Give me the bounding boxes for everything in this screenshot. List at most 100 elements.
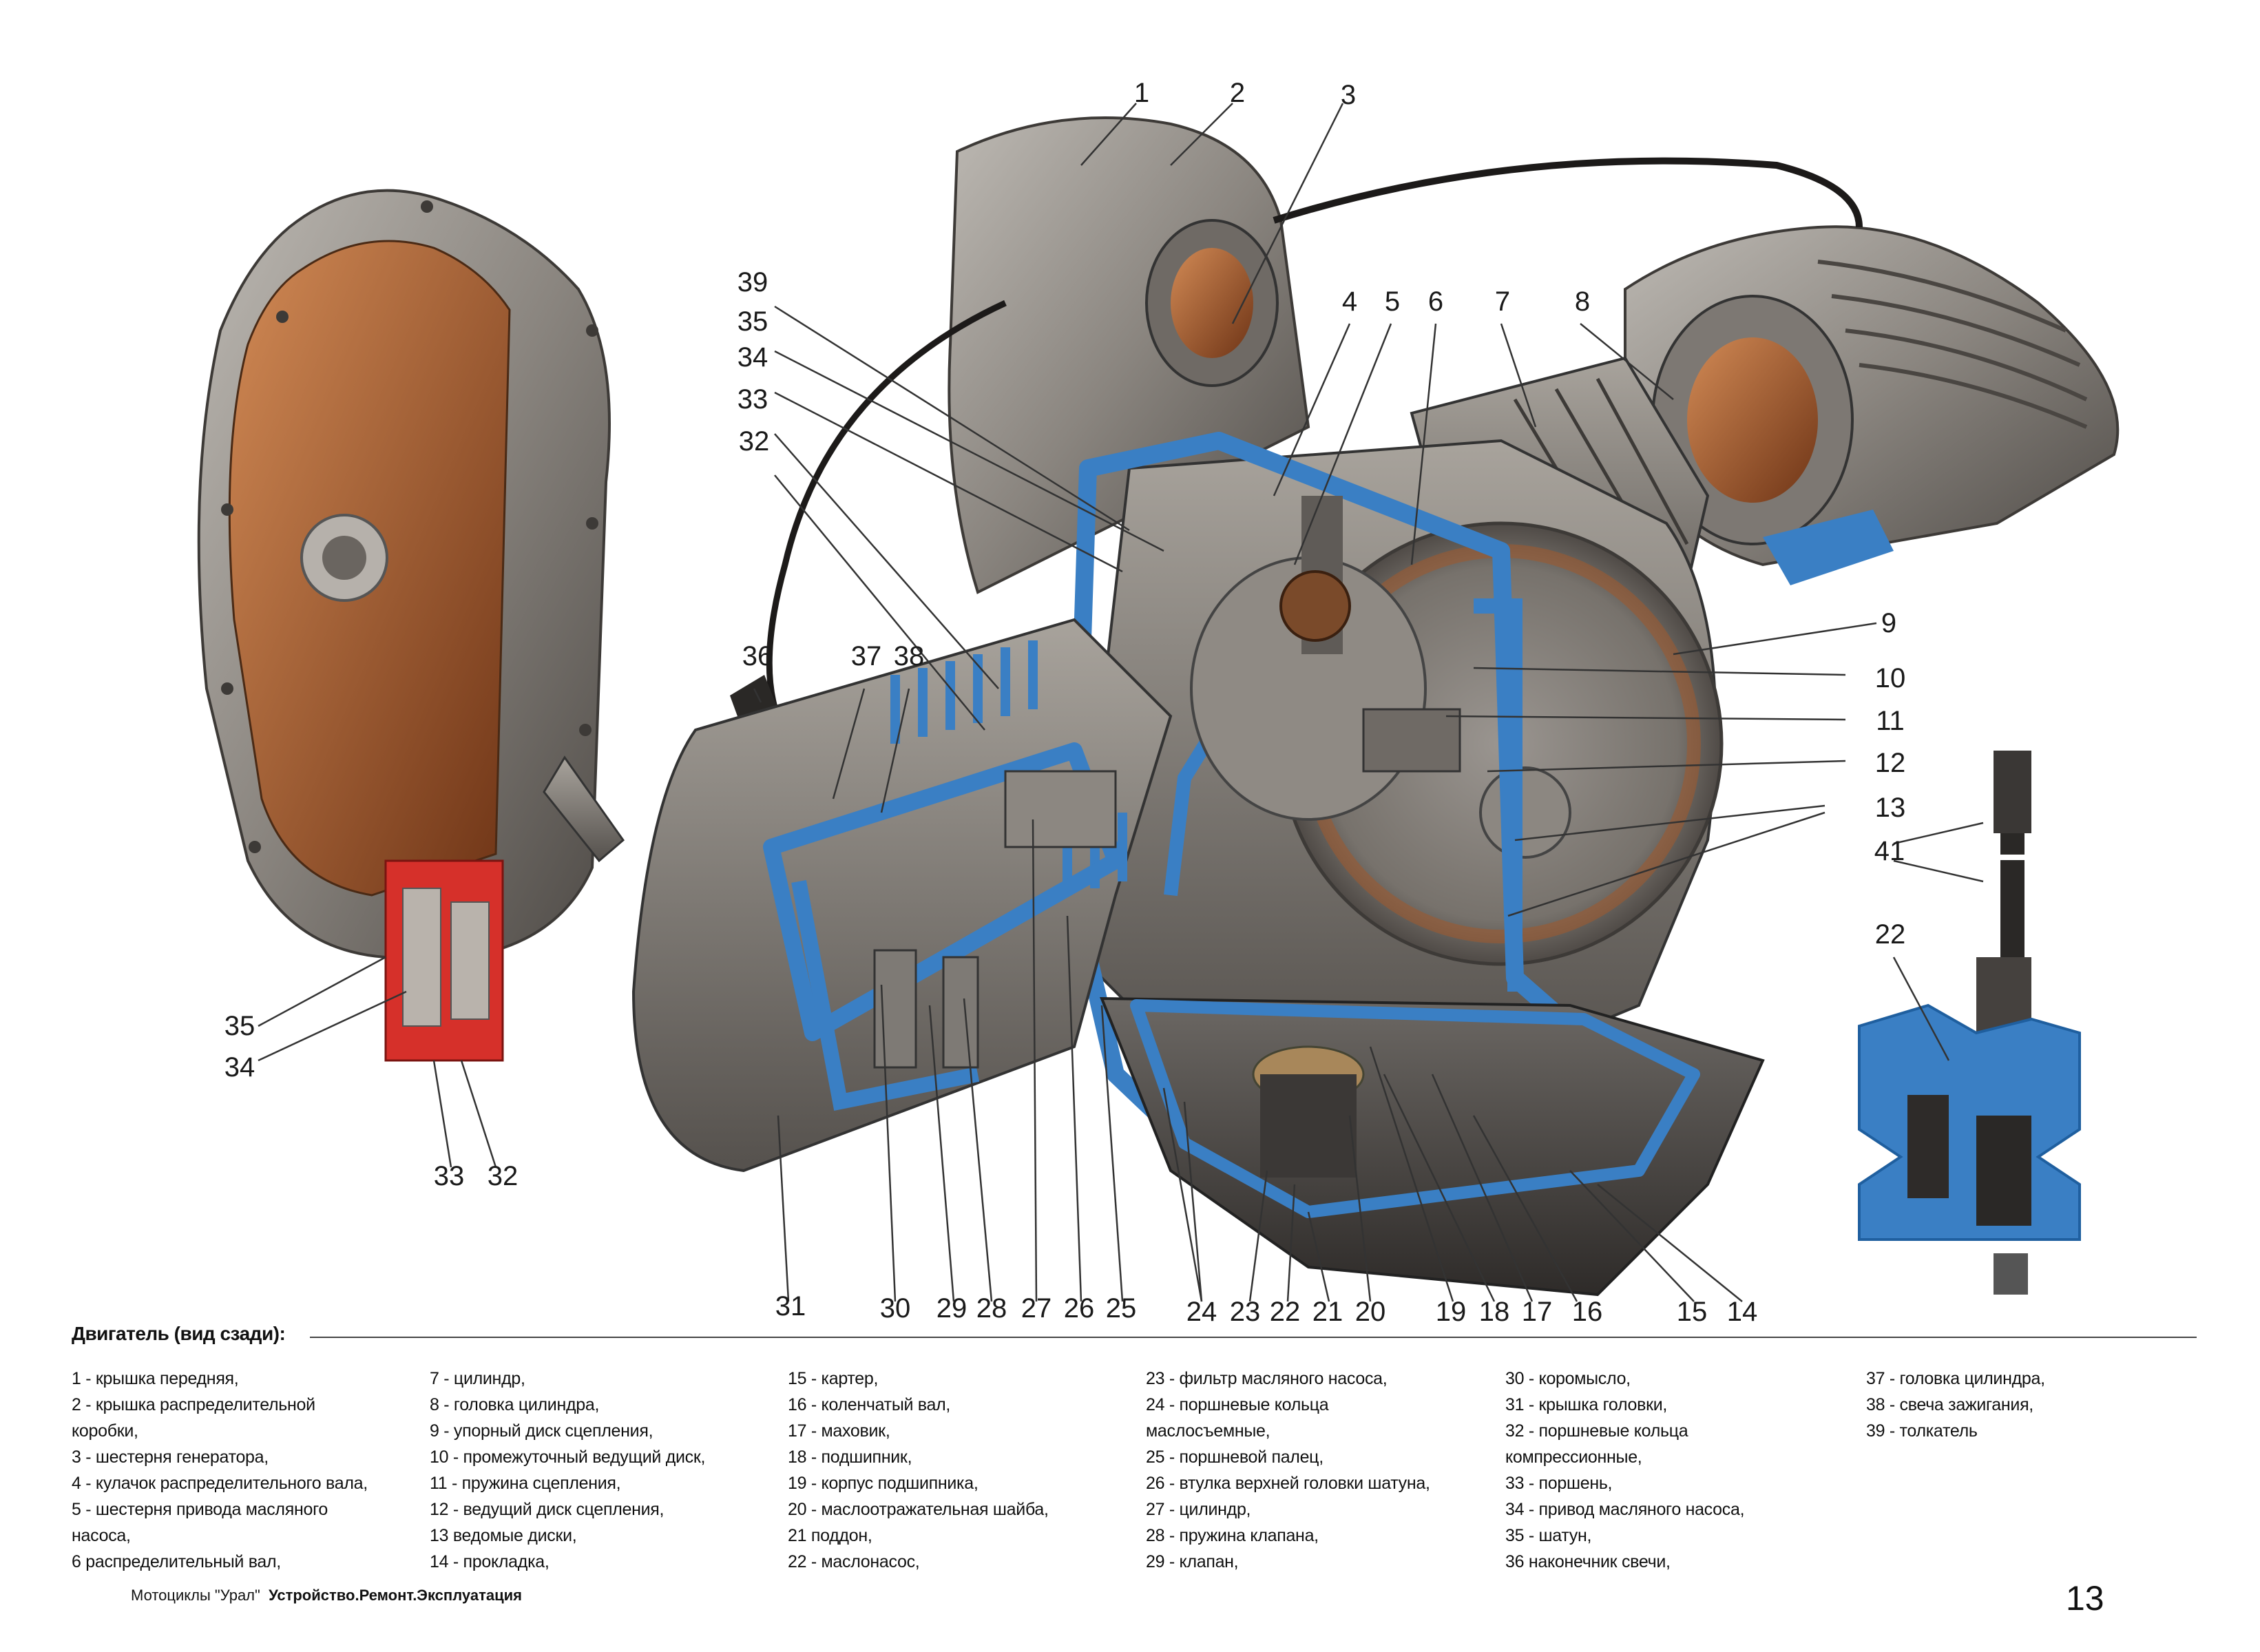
legend-item: 14 - прокладка, (430, 1552, 550, 1571)
caption-title: Двигатель (вид сзади): (72, 1323, 286, 1344)
callout-17: 17 (1521, 1297, 1553, 1327)
legend-item: 33 - поршень, (1505, 1474, 1613, 1493)
legend-item: компрессионные, (1505, 1447, 1642, 1467)
callout-32: 32 (738, 426, 770, 457)
callout-7: 7 (1494, 286, 1511, 317)
callout-34: 34 (737, 342, 768, 373)
legend-column-5: 30 - коромысло, 31 - крышка головки, 32 … (1505, 1366, 1863, 1575)
legend-item: 21 поддон, (788, 1526, 872, 1545)
legend-item: коробки, (72, 1421, 138, 1441)
callout-3: 3 (1340, 80, 1357, 110)
callout-8: 8 (1574, 286, 1591, 317)
callout-9: 9 (1881, 608, 1897, 638)
legend-item: 12 - ведущий диск сцепления, (430, 1500, 665, 1519)
legend-item: 7 - цилиндр, (430, 1369, 525, 1388)
oil-pump-inset-drawing (1858, 751, 2081, 1295)
legend-item: 28 - пружина клапана, (1146, 1526, 1319, 1545)
callout-29: 29 (936, 1293, 967, 1324)
legend-item: 27 - цилиндр, (1146, 1500, 1251, 1519)
legend-item: 36 наконечник свечи, (1505, 1552, 1671, 1571)
legend-item: 17 - маховик, (788, 1421, 890, 1441)
legend-column-4: 23 - фильтр масляного насоса, 24 - поршн… (1146, 1366, 1504, 1575)
legend-item: 3 - шестерня генератора, (72, 1447, 269, 1467)
legend-item: 2 - крышка распределительной (72, 1395, 315, 1414)
callout-18: 18 (1478, 1297, 1510, 1327)
legend-item: 35 - шатун, (1505, 1526, 1592, 1545)
legend-column-3: 15 - картер, 16 - коленчатый вал, 17 - м… (788, 1366, 1146, 1575)
legend-item: 10 - промежуточный ведущий диск, (430, 1447, 706, 1467)
legend-item: 26 - втулка верхней головки шатуна, (1146, 1474, 1430, 1493)
legend-column-1: 1 - крышка передняя, 2 - крышка распреде… (72, 1366, 430, 1575)
legend-item: 29 - клапан, (1146, 1552, 1239, 1571)
footer-subtitle: Устройство.Ремонт.Эксплуатация (269, 1587, 522, 1604)
legend-item: 13 ведомые диски, (430, 1526, 577, 1545)
callout-4: 4 (1341, 286, 1358, 317)
legend-item: 18 - подшипник, (788, 1447, 912, 1467)
legend-item: 25 - поршневой палец, (1146, 1447, 1323, 1467)
callout-39: 39 (737, 267, 768, 297)
callout-left-34: 34 (224, 1052, 255, 1083)
callout-inset-41: 41 (1874, 836, 1905, 866)
legend-item: 31 - крышка головки, (1505, 1395, 1668, 1414)
callout-left-32: 32 (487, 1161, 519, 1191)
callout-6: 6 (1427, 286, 1444, 317)
footer-book-title: Мотоциклы "Урал" Устройство.Ремонт.Экспл… (131, 1587, 522, 1604)
callout-27: 27 (1021, 1293, 1052, 1324)
callout-25: 25 (1105, 1293, 1137, 1324)
legend-column-2: 7 - цилиндр, 8 - головка цилиндра, 9 - у… (430, 1366, 788, 1575)
legend-item: 6 распределительный вал, (72, 1552, 281, 1571)
callout-38: 38 (893, 641, 925, 671)
legend-item: 38 - свеча зажигания, (1866, 1395, 2033, 1414)
legend-item: 1 - крышка передняя, (72, 1369, 239, 1388)
callout-12: 12 (1874, 748, 1906, 778)
callout-15: 15 (1676, 1297, 1708, 1327)
callout-14: 14 (1726, 1297, 1758, 1327)
leader-lines (258, 103, 1984, 1302)
legend-item: 39 - толкатель (1866, 1421, 1978, 1441)
callout-13: 13 (1874, 793, 1906, 823)
callout-19: 19 (1435, 1297, 1467, 1327)
callout-inset-22: 22 (1874, 919, 1906, 950)
callout-5: 5 (1384, 286, 1401, 317)
legend-item: 8 - головка цилиндра, (430, 1395, 600, 1414)
legend-item: 4 - кулачок распределительного вала, (72, 1474, 368, 1493)
footer-series: Мотоциклы "Урал" (131, 1587, 260, 1604)
callout-36: 36 (742, 641, 773, 671)
callout-11: 11 (1876, 706, 1905, 736)
legend-item: 30 - коромысло, (1505, 1369, 1631, 1388)
caption-divider (310, 1337, 2197, 1338)
callout-2: 2 (1229, 78, 1246, 108)
callout-left-33: 33 (433, 1161, 465, 1191)
callout-37: 37 (850, 641, 882, 671)
legend-item: 9 - упорный диск сцепления, (430, 1421, 653, 1441)
callout-30: 30 (879, 1293, 911, 1324)
engine-figure: 1 2 3 4 5 6 7 8 9 10 11 12 13 14 15 16 1… (197, 78, 2120, 1326)
callout-16: 16 (1571, 1297, 1603, 1327)
legend-item: 5 - шестерня привода масляного (72, 1500, 328, 1519)
legend-item: 34 - привод масляного насоса, (1505, 1500, 1745, 1519)
legend-item: 11 - пружина сцепления, (430, 1474, 621, 1493)
callout-23: 23 (1229, 1297, 1261, 1327)
engine-illustration (197, 103, 2120, 1302)
callout-21: 21 (1312, 1297, 1343, 1327)
callout-31: 31 (775, 1291, 806, 1321)
legend-item: 24 - поршневые кольца (1146, 1395, 1329, 1414)
legend-item: 16 - коленчатый вал, (788, 1395, 951, 1414)
callout-22: 22 (1269, 1297, 1301, 1327)
callout-35: 35 (737, 306, 768, 337)
callout-20: 20 (1354, 1297, 1386, 1327)
callout-28: 28 (976, 1293, 1007, 1324)
callout-24: 24 (1186, 1297, 1217, 1327)
page-number: 13 (2066, 1579, 2104, 1618)
legend-column-6: 37 - головка цилиндра, 38 - свеча зажига… (1866, 1366, 2224, 1444)
legend-item: 37 - головка цилиндра, (1866, 1369, 2045, 1388)
legend-item: 22 - маслонасос, (788, 1552, 920, 1571)
callout-26: 26 (1063, 1293, 1095, 1324)
legend-item: 23 - фильтр масляного насоса, (1146, 1369, 1388, 1388)
legend-item: насоса, (72, 1526, 131, 1545)
callout-1: 1 (1133, 78, 1150, 108)
callout-10: 10 (1874, 663, 1906, 693)
front-cover-drawing (197, 189, 625, 1062)
legend-item: 15 - картер, (788, 1369, 879, 1388)
callout-left-35: 35 (224, 1011, 255, 1041)
